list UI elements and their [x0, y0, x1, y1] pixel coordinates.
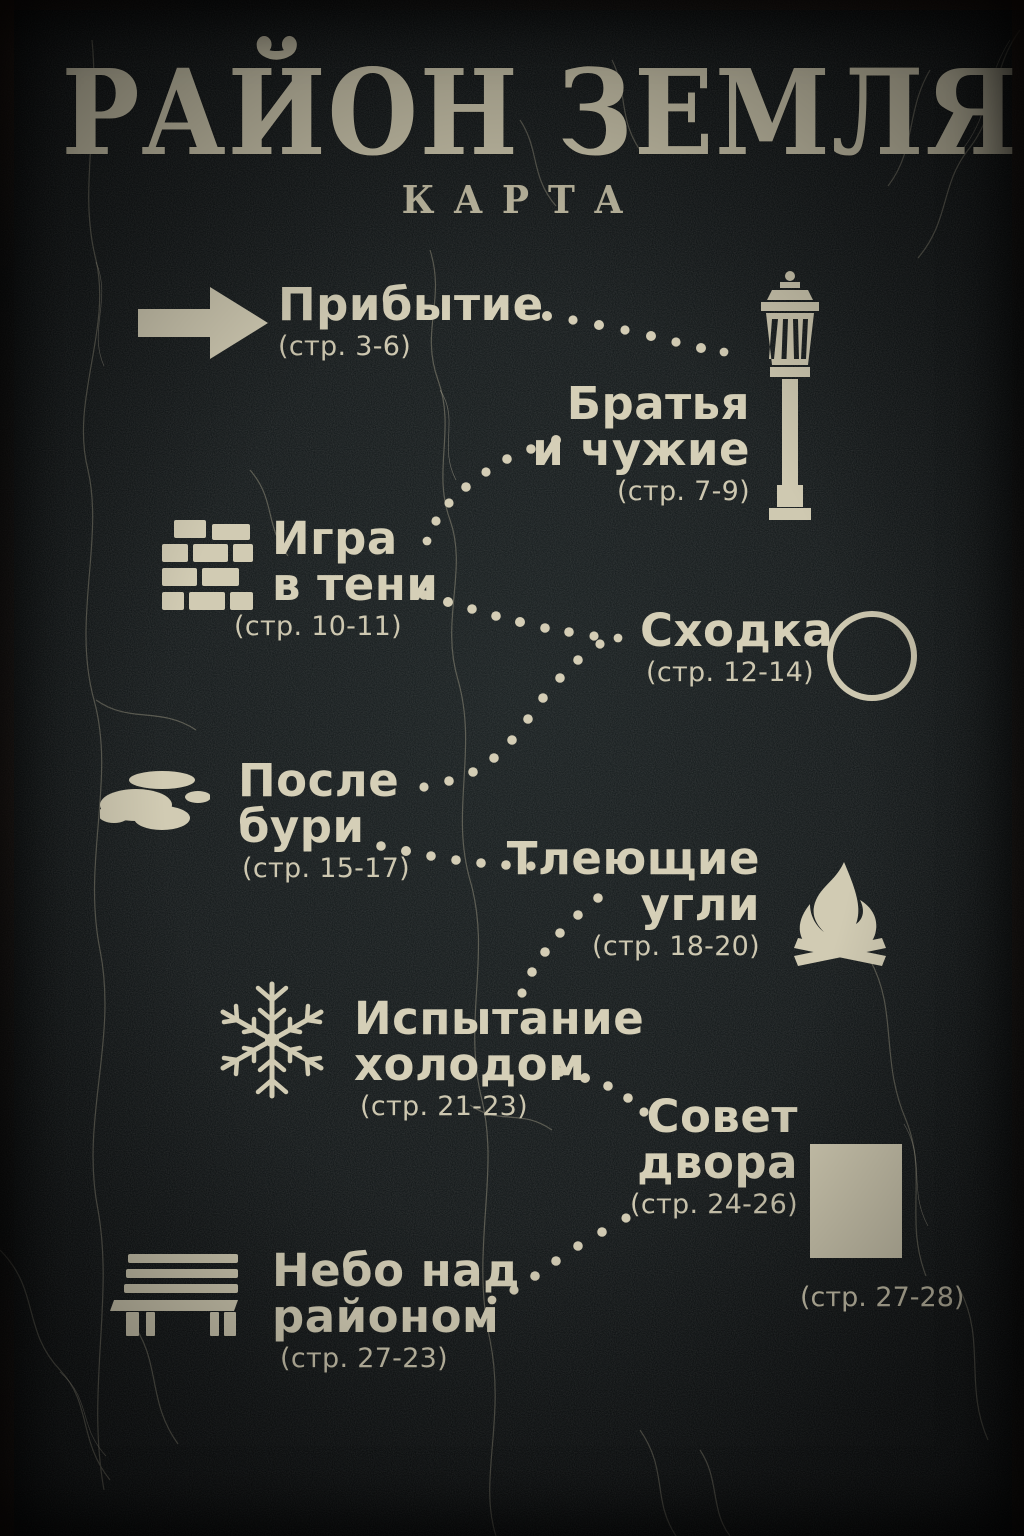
arrow-right-icon [136, 283, 270, 363]
entry-game-in-shadow[interactable]: Игра в тени (стр. 10-11) [234, 512, 439, 642]
entry-pages: (стр. 24-26) [630, 1188, 798, 1220]
poster-title: РАЙОН ЗЕМЛЯ [61, 43, 1019, 182]
street-lamp-icon [752, 268, 828, 524]
edge-wear-top [0, 0, 1024, 10]
cloud-icon [100, 762, 210, 838]
entry-label: Совет двора [637, 1090, 798, 1189]
poster-subtitle: КАРТА [401, 177, 643, 223]
circle-icon [824, 608, 920, 704]
entry-yard-council[interactable]: Совет двора (стр. 24-26) [520, 1094, 798, 1220]
entry-brothers-and-strangers[interactable]: Братья и чужие (стр. 7-9) [400, 381, 750, 507]
entry-label: Игра в тени [272, 512, 439, 611]
window-icon [808, 1142, 904, 1260]
edge-wear-left [0, 0, 14, 1536]
entry-pages: (стр. 18-20) [592, 930, 760, 962]
edge-wear-right [1012, 0, 1024, 1536]
dot-path-game-to-gathering [419, 590, 623, 643]
entry-label: Испытание холодом [354, 992, 645, 1091]
entry-label: После бури [238, 754, 400, 853]
dot-path-gathering-to-afterstorm [419, 639, 605, 792]
bench-icon [110, 1248, 246, 1338]
entry-pages: (стр. 10-11) [234, 610, 402, 642]
entry-pages: (стр. 3-6) [278, 330, 412, 362]
entry-label: Прибытие [278, 278, 544, 331]
entry-label: Братья и чужие [532, 377, 750, 476]
entry-label: Небо над районом [272, 1244, 520, 1343]
entry-pages: (стр. 7-9) [616, 475, 750, 507]
poster-header: РАЙОН ЗЕМЛЯ КАРТА [0, 43, 1024, 223]
entry-arrival[interactable]: Прибытие (стр. 3-6) [278, 282, 544, 362]
dot-path-arrival-to-lamp [516, 307, 729, 357]
entry-pages: (стр. 27-23) [280, 1342, 448, 1374]
entry-label: Сходка [640, 604, 834, 657]
entry-sky-over-district[interactable]: Небо над районом (стр. 27-23) [272, 1248, 520, 1374]
entry-gathering[interactable]: Сходка (стр. 12-14) [640, 604, 834, 688]
entry-smoldering-embers[interactable]: Тлеющие угли (стр. 18-20) [430, 836, 760, 962]
window-icon-pages: (стр. 27-28) [800, 1282, 965, 1313]
campfire-icon [786, 860, 896, 976]
snowflake-icon [210, 978, 334, 1102]
entry-label: Тлеющие угли [506, 832, 760, 931]
brick-wall-icon [160, 518, 256, 616]
entry-after-the-storm[interactable]: После бури (стр. 15-17) [238, 758, 410, 884]
entry-pages: (стр. 12-14) [646, 656, 814, 688]
entry-pages: (стр. 15-17) [242, 852, 410, 884]
